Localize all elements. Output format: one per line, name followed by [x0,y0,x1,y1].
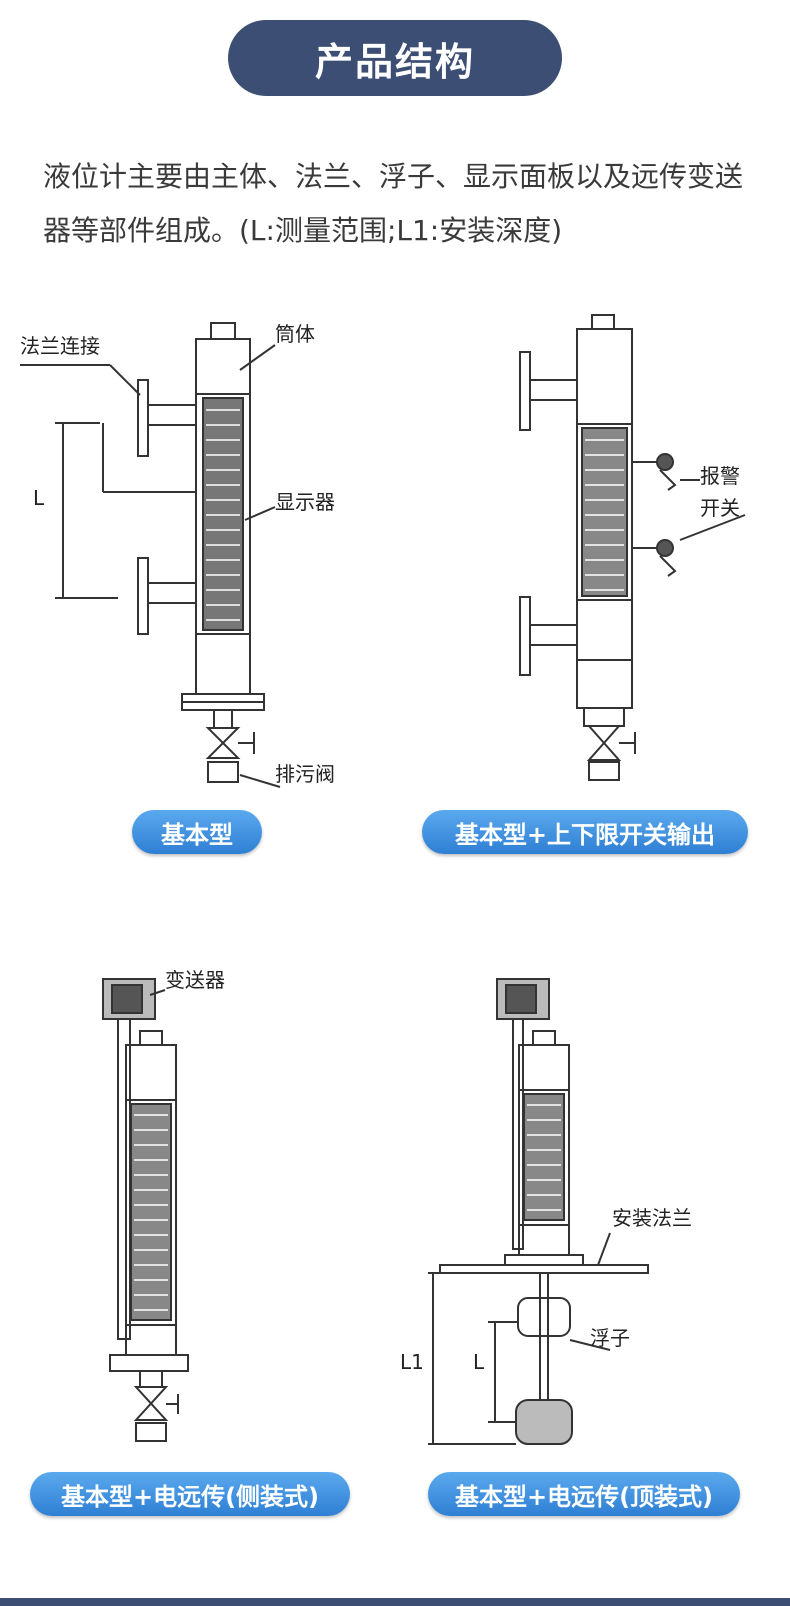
label-display: 显示器 [275,490,335,514]
diagram-top [428,978,649,1445]
label-alarm: 报警 [700,464,740,488]
footer-bar [0,1598,790,1606]
label-drain-valve: 排污阀 [275,762,335,786]
section-title: 产品结构 [228,20,562,96]
label-transmitter: 变送器 [165,968,225,992]
badge-side: 基本型+电远传(侧装式) [30,1472,350,1516]
badge-top-text: 基本型+电远传(顶装式) [454,1482,714,1511]
label-install-flange: 安装法兰 [612,1206,692,1230]
label-top-range: L [473,1350,485,1374]
badge-basic-text: 基本型 [161,820,233,849]
intro-text: 液位计主要由主体、法兰、浮子、显示面板以及远传变送器等部件组成。(L:测量范围;… [43,160,744,247]
label-install-depth: L1 [400,1350,424,1374]
badge-switch: 基本型+上下限开关输出 [422,810,748,854]
label-float: 浮子 [590,1326,630,1350]
section-title-text: 产品结构 [314,39,475,84]
diagram-side [102,978,189,1442]
diagram-switch [519,314,746,781]
label-measure-range: L [33,486,45,510]
diagram-basic [20,322,281,788]
label-body: 筒体 [275,322,315,346]
label-switch: 开关 [700,496,740,520]
badge-top: 基本型+电远传(顶装式) [428,1472,740,1516]
badge-side-text: 基本型+电远传(侧装式) [60,1482,320,1511]
badge-switch-text: 基本型+上下限开关输出 [454,820,716,849]
label-flange-connection: 法兰连接 [20,334,100,358]
badge-basic: 基本型 [132,810,262,854]
